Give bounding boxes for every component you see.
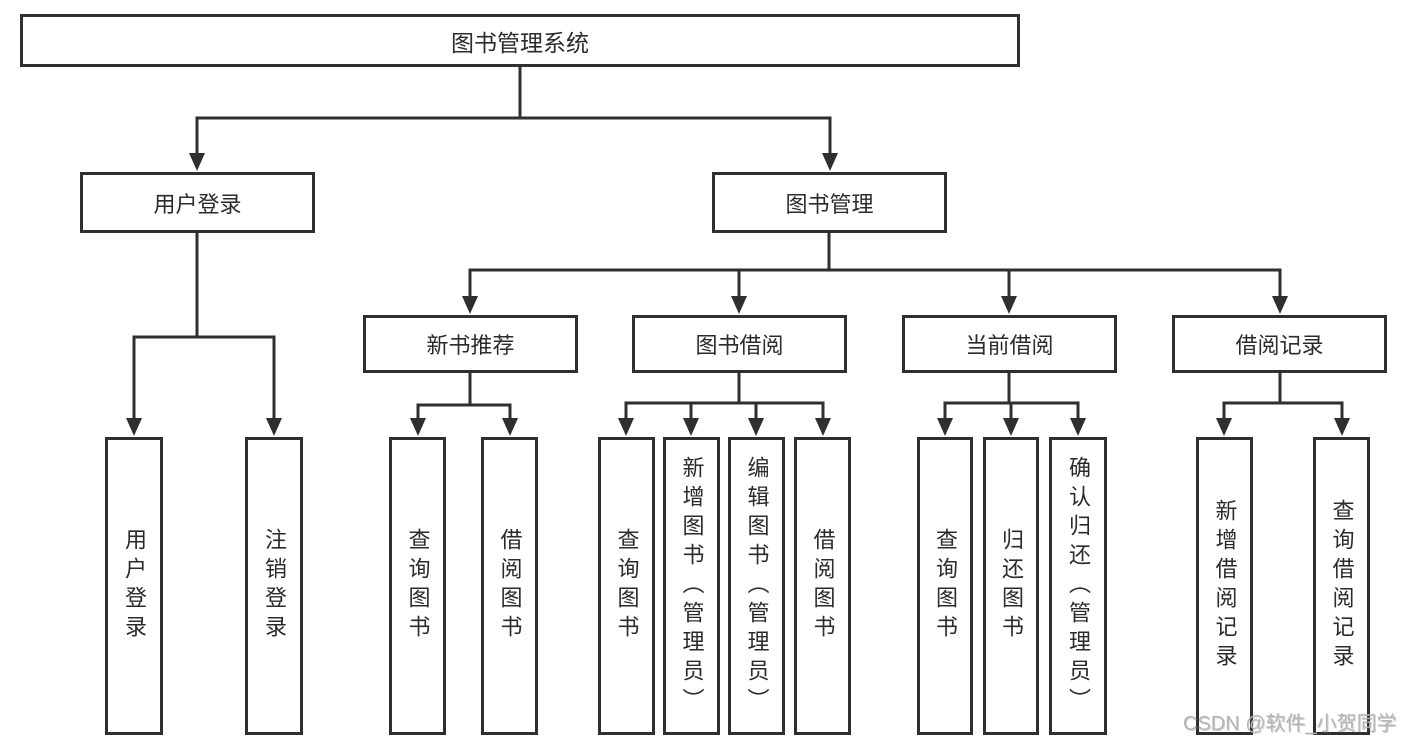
- node-current-borrow: 当前借阅: [902, 315, 1117, 373]
- arrow-down-icon: [1070, 418, 1086, 436]
- leaf-query-books-borrow: 查询图书: [598, 437, 655, 735]
- leaf-add-books-admin: 新增图书（管理员）: [663, 437, 720, 735]
- node-root-system: 图书管理系统: [20, 14, 1020, 67]
- node-user-login: 用户登录: [80, 172, 315, 233]
- arrow-down-icon: [266, 418, 282, 436]
- connector-root-fork: [195, 116, 832, 155]
- arrow-down-icon: [815, 418, 831, 436]
- node-label: 图书管理系统: [451, 29, 589, 56]
- arrow-down-icon: [618, 418, 634, 436]
- leaf-borrow-books-recommend: 借阅图书: [481, 437, 538, 735]
- node-label: 当前借阅: [965, 333, 1054, 358]
- node-new-book-recommend: 新书推荐: [363, 315, 578, 373]
- node-label: 查询借阅记录: [1329, 499, 1355, 673]
- leaf-return-books: 归还图书: [983, 437, 1039, 735]
- arrow-down-icon: [822, 153, 838, 171]
- leaf-edit-books-admin: 编辑图书（管理员）: [728, 437, 785, 735]
- node-label: 查询图书: [614, 528, 640, 644]
- node-label: 编辑图书（管理员）: [744, 455, 770, 717]
- node-label: 查询图书: [933, 528, 958, 644]
- node-label: 图书借阅: [695, 333, 784, 358]
- node-label: 查询图书: [405, 528, 431, 644]
- leaf-confirm-return-admin: 确认归还（管理员）: [1049, 437, 1107, 735]
- leaf-logout-login: 注销登录: [245, 437, 303, 735]
- node-label: 图书管理: [785, 191, 874, 217]
- node-label: 新增图书（管理员）: [679, 455, 705, 717]
- node-borrow-records: 借阅记录: [1172, 315, 1387, 373]
- node-label: 新增借阅记录: [1212, 499, 1238, 673]
- leaf-query-books-current: 查询图书: [917, 437, 973, 735]
- node-label: 用户登录: [122, 528, 147, 644]
- leaf-query-books-recommend: 查询图书: [389, 437, 446, 735]
- node-book-borrow: 图书借阅: [632, 315, 847, 373]
- arrow-down-icon: [1003, 418, 1019, 436]
- leaf-borrow-books: 借阅图书: [794, 437, 851, 735]
- arrow-down-icon: [731, 296, 747, 314]
- csdn-watermark: CSDN @软件_小贺同学: [1183, 713, 1397, 735]
- arrow-down-icon: [937, 418, 953, 436]
- node-label: 注销登录: [262, 528, 287, 644]
- arrow-down-icon: [189, 153, 205, 171]
- arrow-down-icon: [126, 418, 142, 436]
- arrow-down-icon: [1216, 418, 1232, 436]
- arrow-down-icon: [502, 418, 518, 436]
- connector-new-books-fork: [416, 403, 512, 420]
- connector-user-login-fork: [132, 335, 276, 420]
- connector-lines: [132, 67, 1344, 420]
- node-label: 新书推荐: [426, 333, 515, 358]
- leaf-query-borrow-record: 查询借阅记录: [1313, 437, 1370, 735]
- node-label: 借阅记录: [1235, 333, 1324, 358]
- arrow-down-icon: [462, 296, 478, 314]
- connector-book-borrow-fork: [624, 401, 825, 420]
- leaf-user-login: 用户登录: [105, 437, 163, 735]
- node-book-management: 图书管理: [712, 172, 947, 233]
- arrow-down-icon: [748, 418, 764, 436]
- node-label: 借阅图书: [810, 528, 836, 644]
- arrow-down-icon: [1334, 418, 1350, 436]
- node-label: 用户登录: [153, 191, 242, 217]
- arrow-down-icon: [410, 418, 426, 436]
- arrow-down-icon: [1272, 296, 1288, 314]
- node-label: 借阅图书: [497, 528, 523, 644]
- arrow-down-icon: [683, 418, 699, 436]
- connector-borrow-records-fork: [1222, 401, 1344, 420]
- leaf-add-borrow-record: 新增借阅记录: [1196, 437, 1253, 735]
- arrowheads: [126, 153, 1350, 436]
- node-label: 归还图书: [999, 528, 1024, 644]
- node-label: 确认归还（管理员）: [1066, 455, 1091, 717]
- connector-book-mgmt-fork: [468, 268, 1282, 298]
- arrow-down-icon: [1001, 296, 1017, 314]
